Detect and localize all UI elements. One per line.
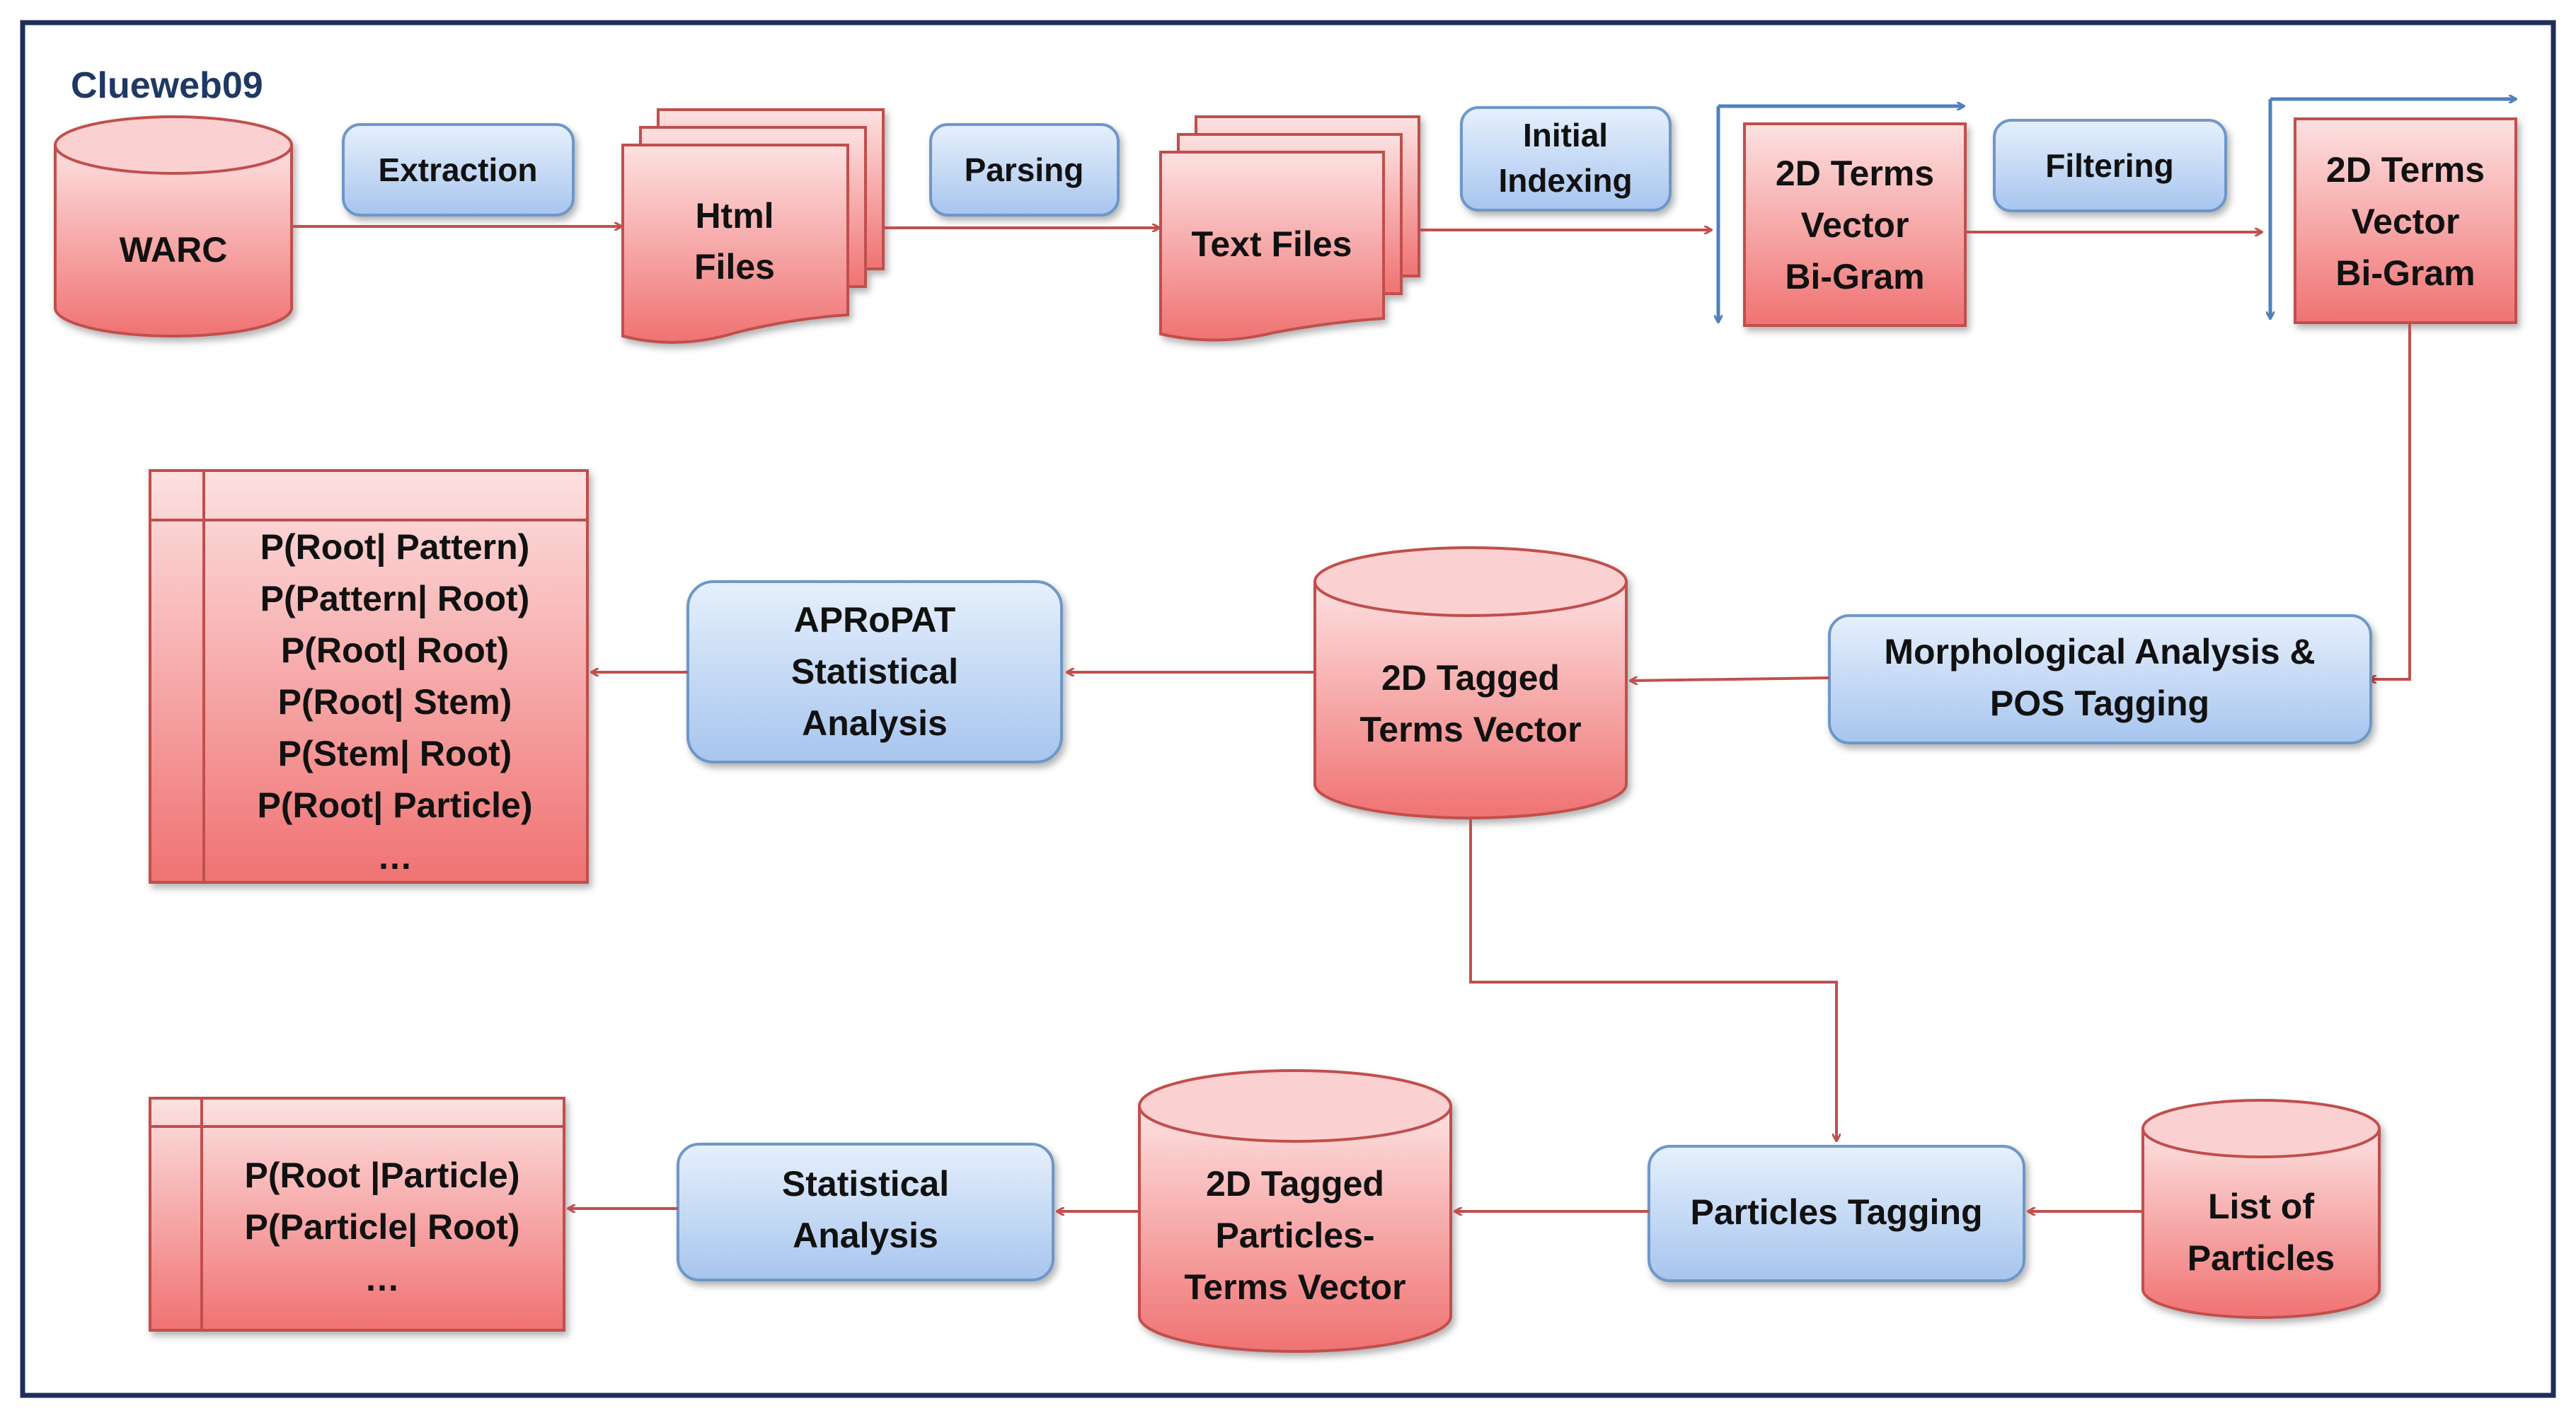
filtering-label: Filtering [2045,147,2173,184]
terms-vector-2-box [2294,117,2517,324]
html-files-documents [621,108,885,344]
morphological-label: Morphological Analysis &POS Tagging [1884,632,2315,723]
filtering-process [1993,119,2227,212]
arrow-morph-to-tagged [1631,678,1830,681]
probability-table-1 [149,469,589,884]
warc-database [54,115,293,338]
particles-tagging-label: Particles Tagging [1690,1192,1982,1232]
extraction-label: Extraction [379,151,538,188]
arrow-tagged-to-particles [1469,819,1836,1141]
extraction-process [342,123,575,217]
initial-indexing-process [1460,106,1672,212]
probability-table-2 [149,1097,565,1332]
parsing-process [929,123,1120,217]
terms-vector-1-box [1743,122,1967,327]
parsing-label: Parsing [965,151,1084,188]
diagram-frame [20,20,2556,1398]
arrow-terms2-to-morph [2369,324,2411,679]
probability-table-2-entries: P(Root |Particle)P(Particle| Root)… [244,1155,519,1298]
tagged-terms-database [1313,546,1628,819]
axes-icon-1 [1718,106,1964,322]
list-of-particles-database [2141,1099,2381,1319]
clueweb09-title: Clueweb09 [71,65,263,106]
particles-tagging-process [1648,1145,2025,1282]
tagged-particles-database [1138,1069,1452,1353]
text-files-documents [1159,115,1420,342]
text-files-label: Text Files [1192,224,1352,264]
axes-icon-2 [2270,99,2516,318]
warc-label: WARC [120,230,228,270]
statistical-analysis-process [677,1143,1054,1281]
probability-table-1-entries: P(Root| Pattern)P(Pattern| Root)P(Root| … [257,527,532,877]
